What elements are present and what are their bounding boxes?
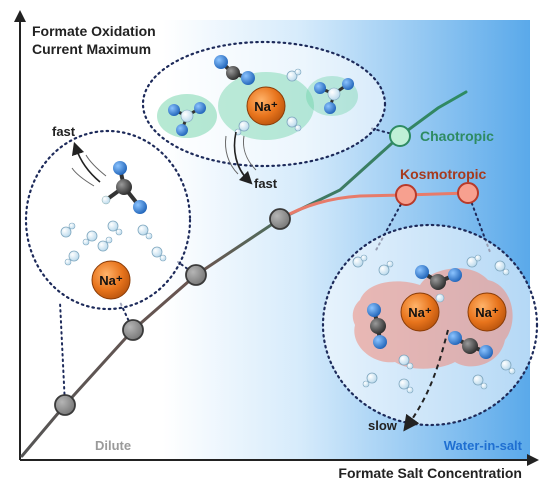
grey-node-4	[269, 208, 291, 230]
formate-molecule-right-bottom	[448, 331, 493, 359]
formate-molecule-right-top	[415, 265, 462, 303]
fast-label-top: fast	[254, 176, 278, 191]
data-nodes	[54, 125, 479, 416]
fast-label-left: fast	[52, 124, 76, 139]
formate-molecule-right-left	[367, 303, 387, 349]
sodium-ion-top	[246, 86, 286, 126]
dilute-label: Dilute	[95, 438, 131, 453]
water-molecules-left	[60, 220, 167, 266]
water-cluster-top-left	[168, 102, 206, 136]
slow-arrow	[403, 329, 449, 432]
slow-label: slow	[368, 418, 398, 433]
kosmotropic-node-2	[457, 182, 479, 204]
y-axis-label-line1: Formate Oxidation	[32, 23, 156, 39]
kosmotropic-node-1	[395, 184, 417, 206]
kosmotropic-label: Kosmotropic	[400, 166, 487, 182]
dilute-solvation-bubble: fast Na⁺	[24, 124, 192, 311]
sodium-ion-right-2	[467, 292, 507, 332]
y-axis-label-line2: Current Maximum	[32, 41, 151, 57]
kosmotropic-curve	[278, 191, 470, 221]
water-in-salt-label: Water-in-salt	[444, 438, 523, 453]
axes	[14, 10, 539, 466]
x-axis-label: Formate Salt Concentration	[338, 465, 522, 481]
formate-molecule-left	[101, 161, 147, 214]
water-cluster-top-right	[314, 78, 354, 114]
chaotropic-label: Chaotropic	[420, 128, 494, 144]
grey-node-1	[54, 394, 76, 416]
water-molecules-right	[352, 254, 516, 394]
grey-node-2	[122, 319, 144, 341]
formate-molecule-top	[214, 55, 255, 85]
sodium-ion-right-1-label: Na⁺	[408, 305, 432, 320]
grey-node-3	[185, 264, 207, 286]
sodium-ion-left	[91, 260, 131, 300]
sodium-ion-right-1	[400, 292, 440, 332]
sodium-ion-top-label: Na⁺	[254, 99, 278, 114]
chaotropic-node	[389, 125, 411, 147]
kosmotropic-solvation-bubble: Na⁺ Na⁺ slow	[321, 223, 539, 433]
sodium-ion-right-2-label: Na⁺	[475, 305, 499, 320]
sodium-ion-left-label: Na⁺	[99, 273, 123, 288]
chaotropic-solvation-bubble: Na⁺ fast	[141, 40, 387, 191]
